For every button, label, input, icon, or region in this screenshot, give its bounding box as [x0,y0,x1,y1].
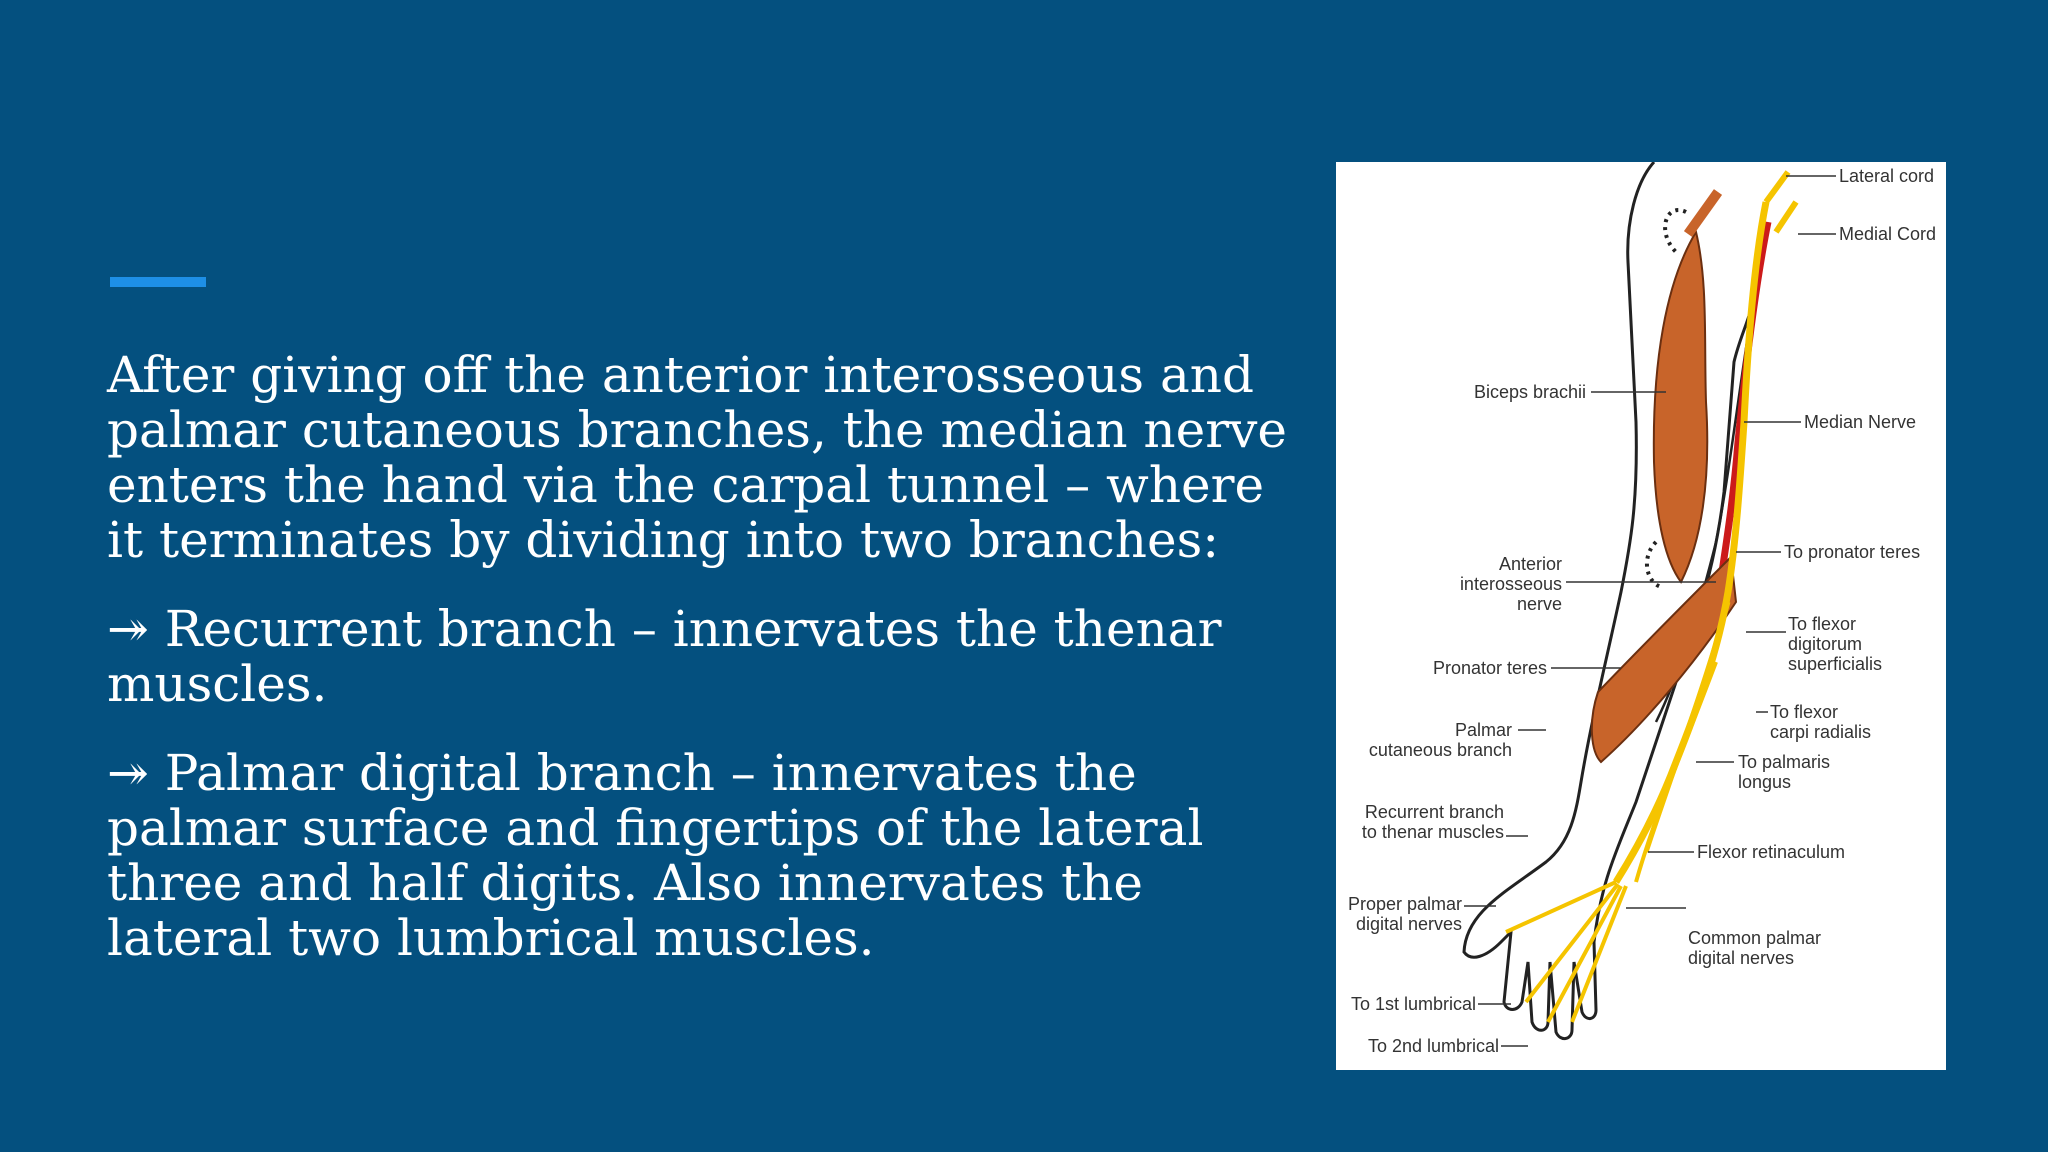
label-to-fds-2: digitorum [1788,634,1862,654]
label-anterior-interosseous-2: interosseous [1460,574,1562,594]
palmar-digital-branch-paragraph: ↠ Palmar digital branch – innervates the… [107,744,1204,967]
label-to-1st-lumbrical: To 1st lumbrical [1351,994,1476,1014]
medial-cord-nerve [1773,200,1799,234]
label-recurrent-1: Recurrent branch [1365,802,1504,822]
label-proper-palmar-1: Proper palmar [1348,894,1462,914]
accent-bar [110,277,206,287]
label-to-fds-1: To flexor [1788,614,1856,634]
label-to-fds-3: superficialis [1788,654,1882,674]
label-to-fcr-2: carpi radialis [1770,722,1871,742]
biceps-muscle [1652,229,1709,584]
biceps-origin-dots [1663,208,1687,254]
label-to-2nd-lumbrical: To 2nd lumbrical [1368,1036,1499,1056]
label-to-palmaris-1: To palmaris [1738,752,1830,772]
label-palmar-cutaneous-2: cutaneous branch [1369,740,1512,760]
lateral-cord-nerve [1763,170,1791,204]
label-common-palmar-2: digital nerves [1688,948,1794,968]
median-nerve-illustration: Lateral cord Medial Cord Biceps brachii … [1348,162,1936,1056]
digital-nerve-2 [1524,882,1620,1004]
label-palmar-cutaneous-1: Palmar [1455,720,1512,740]
palmar-cutaneous-nerve [1634,661,1718,883]
digital-nerve-1 [1505,880,1617,934]
label-to-fcr-1: To flexor [1770,702,1838,722]
pronator-teres-muscle [1590,554,1738,764]
insertion-dots [1645,540,1662,589]
intro-paragraph: After giving off the anterior interosseo… [107,346,1287,569]
label-flexor-retinaculum: Flexor retinaculum [1697,842,1845,862]
label-common-palmar-1: Common palmar [1688,928,1821,948]
label-medial-cord: Medial Cord [1839,224,1936,244]
label-biceps-brachii: Biceps brachii [1474,382,1586,402]
label-pronator-teres: Pronator teres [1433,658,1547,678]
label-anterior-interosseous-1: Anterior [1499,554,1562,574]
biceps-upper-tendon [1683,189,1723,237]
leader-lines [1464,175,1836,1047]
label-median-nerve: Median Nerve [1804,412,1916,432]
digital-nerve-3 [1546,885,1623,1023]
label-proper-palmar-2: digital nerves [1356,914,1462,934]
recurrent-branch-paragraph: ↠ Recurrent branch – innervates the then… [107,600,1222,713]
label-recurrent-2: to thenar muscles [1362,822,1504,842]
label-to-palmaris-2: longus [1738,772,1791,792]
digital-nerve-4 [1570,885,1628,1023]
label-anterior-interosseous-3: nerve [1517,594,1562,614]
label-lateral-cord: Lateral cord [1839,166,1934,186]
median-nerve-diagram: Lateral cord Medial Cord Biceps brachii … [1336,162,1946,1070]
label-to-pronator-teres: To pronator teres [1784,542,1920,562]
slide-body: After giving off the anterior interosseo… [107,348,1307,1000]
